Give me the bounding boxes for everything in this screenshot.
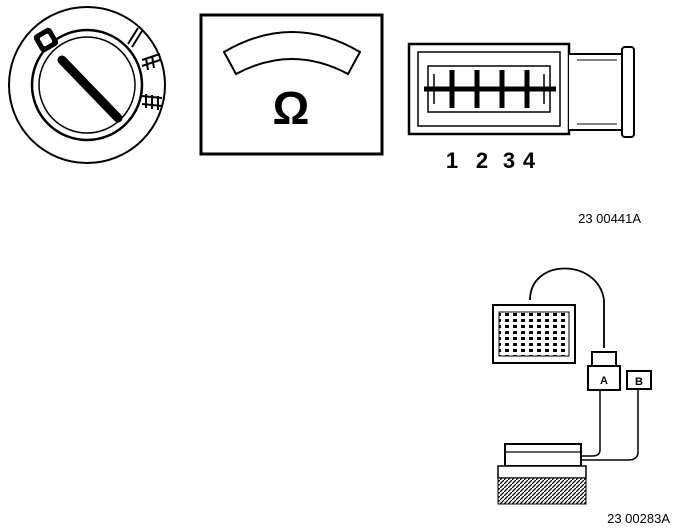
switch-position-0-marker [33, 27, 59, 53]
switch-position-2-marker [141, 53, 161, 71]
figure-bottom-reference-code: 23 00283A [607, 511, 670, 526]
ignition-switch-icon [8, 6, 166, 164]
connector-icon [407, 42, 635, 138]
connector-pin-label-2: 2 [476, 148, 488, 173]
connector-pin-label-4: 4 [523, 148, 536, 173]
switch-position-1-marker [127, 27, 143, 48]
switch-position-3-marker [141, 94, 163, 110]
ohm-symbol: Ω [273, 82, 310, 134]
socket-label-b: B [635, 376, 643, 388]
figure-top-reference-code: 23 00441A [578, 211, 641, 226]
connector-pin-label-1: 1 [446, 148, 458, 173]
ohmmeter-icon [199, 13, 384, 156]
connector-pin-label-3: 3 [503, 148, 515, 173]
tester-breadboard-icon [492, 267, 652, 505]
socket-label-a: A [600, 375, 608, 387]
